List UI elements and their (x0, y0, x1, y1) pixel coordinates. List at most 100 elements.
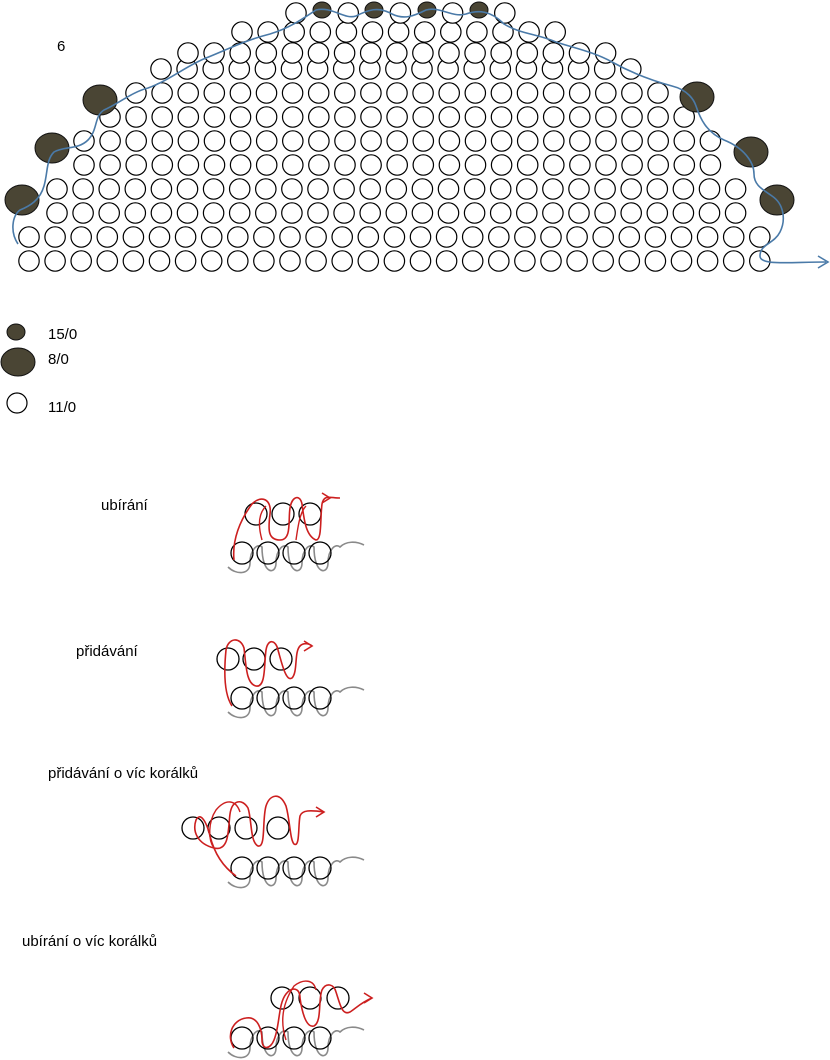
bead-11-0 (594, 42, 617, 64)
bead-11-0 (124, 178, 147, 200)
bead-11-0 (279, 250, 301, 272)
bead-11-0 (331, 226, 353, 248)
bead-11-0 (696, 250, 719, 272)
bead-11-0 (73, 154, 95, 176)
pattern-number: 6 (57, 38, 66, 55)
bead-11-0 (438, 154, 461, 176)
bead-11-0 (722, 250, 745, 272)
bead-11-0 (568, 202, 590, 224)
bead-11-0 (516, 42, 539, 64)
bead-11-0 (281, 178, 303, 200)
bead-11-0 (644, 226, 667, 248)
bead-11-0 (699, 130, 722, 152)
bead-11-0 (646, 202, 669, 224)
thread-path (12, 8, 827, 264)
bead-11-0 (357, 226, 380, 248)
bead-11-0 (98, 202, 120, 224)
bead-11-0 (490, 130, 513, 152)
bead-11-0 (122, 226, 145, 248)
bead-11-0 (647, 82, 669, 104)
bead-11-0 (516, 106, 539, 128)
bead-11-0 (542, 178, 564, 200)
bead-11-0 (438, 42, 460, 64)
bead-11-0 (464, 154, 487, 176)
bead-11-0 (307, 178, 329, 200)
bead-11-0 (673, 130, 696, 152)
bead-11-0 (334, 130, 356, 152)
bead-11-0 (595, 154, 617, 176)
bead-11-0 (696, 226, 719, 248)
bead-11-0 (255, 82, 278, 104)
bead-11-0 (490, 106, 513, 128)
bead-11-0 (44, 250, 66, 272)
bead-11-0 (489, 178, 512, 200)
bead-11-0 (412, 130, 435, 152)
bead-11-0 (229, 42, 251, 64)
bead-11-0 (307, 42, 330, 64)
bead-11-0 (566, 250, 588, 272)
bead-11-0 (361, 21, 384, 43)
bead-11-0 (360, 106, 382, 128)
bead-11-0 (568, 42, 591, 64)
bead-11-0 (98, 178, 120, 200)
bead-11-0 (540, 250, 562, 272)
bead-11-0 (386, 106, 408, 128)
bead-11-0 (174, 250, 197, 272)
bead-11-0 (279, 226, 301, 248)
bead-15-0 (469, 1, 489, 19)
bead-11-0 (383, 226, 406, 248)
legend-8-0-icon (0, 347, 36, 377)
bead-11-0 (333, 42, 356, 64)
bead-11-0 (644, 250, 667, 272)
bead-11-0 (621, 106, 643, 128)
bead-11-0 (542, 130, 565, 152)
bead-11-0 (515, 178, 538, 200)
bead-11-0 (386, 154, 408, 176)
bead-11-0 (99, 154, 121, 176)
bead-11-0 (337, 2, 359, 24)
bead-11-0 (203, 154, 226, 176)
legend-label-11-0: 11/0 (48, 399, 77, 416)
bead-11-0 (438, 82, 460, 104)
bead-11-0 (124, 202, 147, 224)
bead-11-0 (412, 154, 435, 176)
bead-11-0 (490, 82, 513, 104)
bead-11-0 (748, 250, 771, 272)
bead-11-0 (148, 226, 171, 248)
bead-11-0 (566, 226, 588, 248)
bead-11-0 (202, 178, 225, 200)
bead-11-0 (359, 178, 381, 200)
bead-11-0 (151, 130, 174, 152)
bead-11-0 (670, 226, 693, 248)
bead-11-0 (203, 42, 225, 64)
bead-11-0 (466, 21, 488, 43)
bead-11-0 (647, 106, 669, 128)
bead-11-0 (308, 154, 330, 176)
bead-11-0 (285, 2, 307, 24)
bead-11-0 (283, 21, 305, 43)
bead-11-0 (490, 42, 512, 64)
bead-11-0 (333, 178, 355, 200)
bead-11-0 (281, 130, 304, 152)
bead-11-0 (489, 202, 512, 224)
bead-11-0 (595, 130, 617, 152)
bead-11-0 (412, 42, 434, 64)
bead-11-0 (307, 202, 329, 224)
bead-11-0 (411, 202, 434, 224)
bead-11-0 (409, 250, 432, 272)
bead-11-0 (308, 130, 330, 152)
bead-11-0 (618, 250, 641, 272)
bead-11-0 (174, 226, 197, 248)
bead-11-0 (255, 42, 278, 64)
bead-11-0 (333, 82, 356, 104)
bead-11-0 (620, 202, 642, 224)
bead-11-0 (540, 226, 562, 248)
bead-11-0 (461, 226, 484, 248)
bead-11-0 (305, 226, 327, 248)
bead-11-0 (70, 226, 92, 248)
legend-label-15-0: 15/0 (48, 326, 78, 343)
bead-11-0 (621, 82, 643, 104)
bead-11-0 (360, 82, 382, 104)
bead-8-0 (679, 81, 715, 113)
bead-11-0 (360, 130, 382, 152)
